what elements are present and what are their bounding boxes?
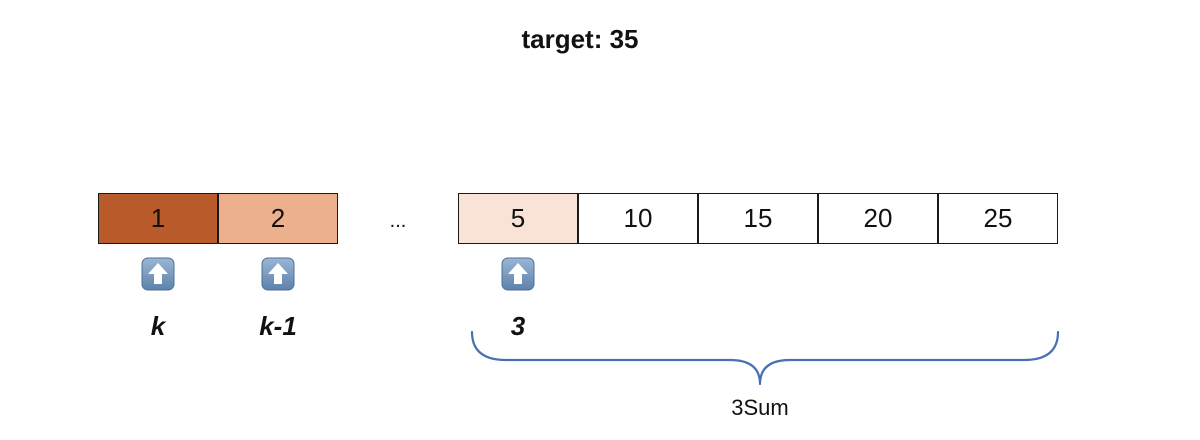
pointer-label-3: 3 [510, 311, 526, 341]
up-arrow-icon [261, 257, 295, 291]
array-cell: 1 [98, 193, 218, 244]
brace-label: 3Sum [731, 395, 789, 420]
cell-value: 20 [863, 203, 893, 233]
cell-value: 2 [270, 203, 286, 233]
cell-value: 25 [983, 203, 1013, 233]
up-arrow-icon [141, 257, 175, 291]
cell-value: 15 [743, 203, 773, 233]
ellipsis: ... [389, 210, 407, 232]
array-cell: 25 [938, 193, 1058, 244]
array-cell: 10 [578, 193, 698, 244]
pointer-label-k-minus-1: k-1 [259, 311, 297, 341]
cell-value: 10 [623, 203, 653, 233]
array-cell: 2 [218, 193, 338, 244]
array-cell: 15 [698, 193, 818, 244]
diagram-title: target: 35 [521, 24, 639, 54]
up-arrow-icon [501, 257, 535, 291]
array-cell: 5 [458, 193, 578, 244]
pointer-label-k: k [150, 311, 166, 341]
brace-path [470, 330, 1060, 386]
brace-3sum [468, 326, 1068, 393]
cell-value: 5 [510, 203, 526, 233]
cell-value: 1 [150, 203, 166, 233]
array-cell: 20 [818, 193, 938, 244]
